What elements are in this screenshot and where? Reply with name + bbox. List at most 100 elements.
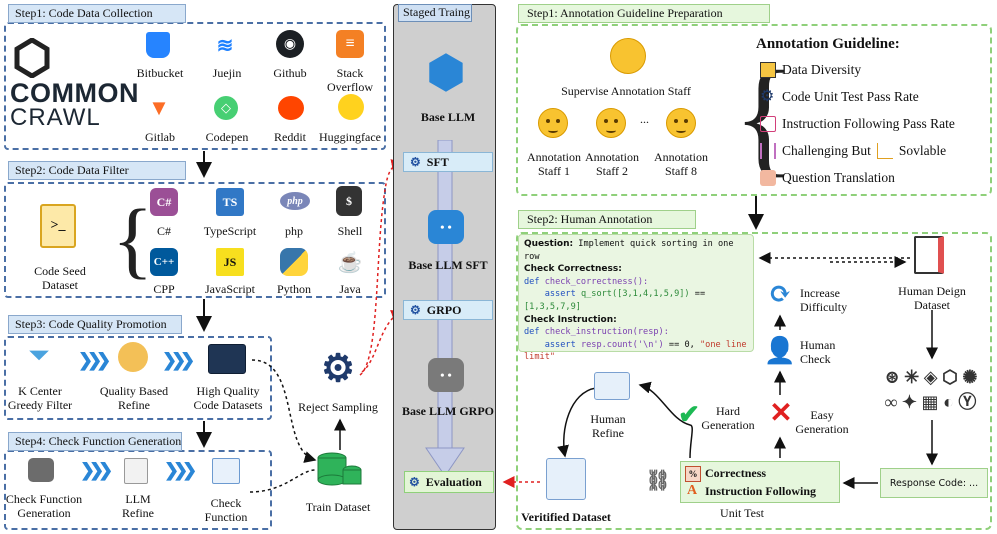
question-text: Implement quick sorting in one row xyxy=(524,239,734,262)
codepen-icon: ◇ xyxy=(214,96,238,120)
csharp-icon: C# xyxy=(150,188,178,216)
right-step1-title: Step1: Annotation Guideline Preparation xyxy=(518,4,770,23)
response-code-box: Response Code: ... xyxy=(880,468,988,498)
step3-title: Step3: Code Quality Promotion xyxy=(8,315,182,334)
step3-item-kcenter: K Center Greedy Filter xyxy=(7,384,73,412)
easy-generation-label: Easy Generation xyxy=(795,408,849,436)
staff-face-icon xyxy=(666,108,696,138)
lang-java: Java xyxy=(339,282,361,296)
notebook-icon xyxy=(914,236,944,274)
step4-item-check: Check Function xyxy=(204,496,248,524)
chevron-right-icon: ❯❯❯ xyxy=(78,350,111,370)
translate-icon xyxy=(760,170,776,186)
grpo-stage: ⚙GRPO xyxy=(403,300,493,320)
llm-refine-icon xyxy=(124,458,148,484)
refine-screen-icon xyxy=(594,372,630,400)
gear-icon: ⚙ xyxy=(320,347,356,390)
source-reddit: Reddit xyxy=(274,130,306,144)
chevron-right-icon: ❯❯❯ xyxy=(162,350,195,370)
verified-dataset-label: Veritified Dataset xyxy=(521,510,611,524)
step3-item-refine: Quality Based Refine xyxy=(99,384,169,412)
gitlab-icon: ▼ xyxy=(148,95,170,120)
reddit-icon xyxy=(278,96,304,120)
php-icon: php xyxy=(280,192,310,210)
cpp-icon: C++ xyxy=(150,248,178,276)
correctness-label: Correctness xyxy=(705,466,767,480)
staff-2-label: Annotation Staff 2 xyxy=(585,150,639,178)
increase-difficulty-label: Increase Difficulty xyxy=(800,286,848,314)
source-huggingface: Huggingface xyxy=(319,130,381,144)
network-icon: ⬢ xyxy=(426,47,466,97)
lang-javascript: JavaScript xyxy=(205,282,255,296)
unit-test-box: % Correctness A Instruction Following xyxy=(680,461,840,503)
base-llm-grpo-label: Base LLM GRPO xyxy=(402,404,494,418)
llm-logos-icon: ⊛ ✳ ◈ ⬡ ✺∞ ✦ ▦ ◐ Ⓨ xyxy=(884,366,978,412)
base-llm-label: Base LLM xyxy=(420,110,476,124)
brace-icon: { xyxy=(112,191,154,287)
step4-item-generation: Check Function Generation xyxy=(5,492,83,520)
human-annotation-panel xyxy=(516,232,992,530)
step3-item-hq: High Quality Code Datasets xyxy=(193,384,263,412)
supervisor-label: Supervise Annotation Staff xyxy=(561,84,691,98)
step1-title: Step1: Code Data Collection xyxy=(8,4,186,23)
sft-stage: ⚙SFT xyxy=(403,152,493,172)
broken-link-icon: ⛓ xyxy=(645,469,671,492)
robot-icon xyxy=(28,458,54,482)
text-format-icon: A xyxy=(686,483,698,498)
juejin-icon: ≋ xyxy=(216,34,234,57)
guideline-translation: Question Translation xyxy=(760,170,895,186)
lang-csharp: C# xyxy=(156,224,172,238)
source-stack-overflow: Stack Overflow xyxy=(327,66,373,94)
python-icon xyxy=(280,248,308,276)
base-llm-sft-label: Base LLM SFT xyxy=(408,258,488,272)
logo-text-top: COMMON xyxy=(10,78,139,108)
gear-icon: ⚙ xyxy=(409,474,420,489)
java-icon: ☕ xyxy=(337,251,363,274)
lang-typescript: TypeScript xyxy=(203,224,257,238)
logo-text-bottom: CRAWL xyxy=(10,104,101,131)
code-file-icon: >_ xyxy=(40,204,76,248)
guideline-unit-test: ⚙Code Unit Test Pass Rate xyxy=(760,88,919,105)
percent-icon: % xyxy=(685,466,701,482)
sft-label: SFT xyxy=(426,154,449,169)
database-icon xyxy=(317,452,362,486)
guideline-instruction: Instruction Following Pass Rate xyxy=(760,116,955,132)
guideline-challenging: Challenging But Sovlable xyxy=(760,143,946,159)
staff-face-icon xyxy=(538,108,568,138)
staged-training-title: Staged Traing xyxy=(398,4,472,22)
staff-ellipsis: ... xyxy=(640,112,649,126)
source-codepen: Codepen xyxy=(205,130,249,144)
check-instruction-label: Check Instruction: xyxy=(524,314,617,325)
stack-overflow-icon: ≡ xyxy=(336,30,364,58)
lang-php: php xyxy=(285,224,303,238)
reject-sampling-label: Reject Sampling xyxy=(298,400,378,414)
check-mark-icon: ✔ xyxy=(678,400,700,429)
unit-test-label: Unit Test xyxy=(720,506,764,520)
staff-8-label: Annotation Staff 8 xyxy=(654,150,708,178)
guideline-title: Annotation Guideline: xyxy=(756,36,900,52)
robot-head-icon: • • xyxy=(428,210,464,244)
instruction-following-label: Instruction Following xyxy=(705,484,817,498)
source-juejin: Juejin xyxy=(212,66,242,80)
huggingface-icon xyxy=(338,94,364,120)
common-crawl-logo-icon xyxy=(14,38,50,78)
trend-chart-icon xyxy=(876,143,893,159)
step4-title: Step4: Check Function Generation xyxy=(8,432,182,451)
staged-training-panel xyxy=(393,4,496,530)
evaluation-label: Evaluation xyxy=(425,474,482,489)
robot-head-icon: • • xyxy=(428,358,464,392)
human-design-label: Human Deign Dataset xyxy=(898,284,966,312)
verified-dataset-icon xyxy=(546,458,586,500)
human-check-label: Human Check xyxy=(800,338,836,366)
typescript-icon: TS xyxy=(216,188,244,216)
source-gitlab: Gitlab xyxy=(145,130,175,144)
train-dataset-label: Train Dataset xyxy=(305,500,371,514)
staff-1-label: Annotation Staff 1 xyxy=(527,150,581,178)
step2-title: Step2: Code Data Filter xyxy=(8,161,186,180)
grpo-label: GRPO xyxy=(426,302,462,317)
annotation-guideline-panel xyxy=(516,24,992,196)
person-icon: 👤 xyxy=(763,336,797,365)
step4-item-llm-refine: LLM Refine xyxy=(122,492,154,520)
guideline-diversity: Data Diversity xyxy=(760,62,861,78)
